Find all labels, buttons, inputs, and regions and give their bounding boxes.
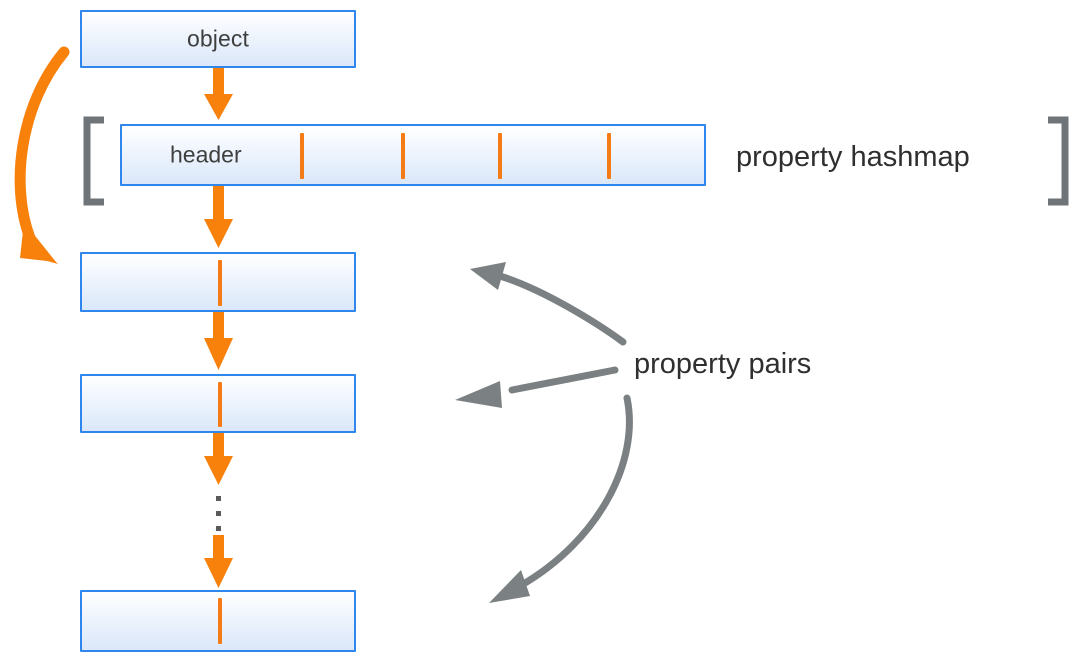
property-pair-divider <box>218 382 222 427</box>
bracket-open <box>83 116 104 206</box>
property-pair-box-1[interactable] <box>80 252 356 312</box>
orange-curved-arrow <box>14 46 70 264</box>
gray-arrow-left-to-pair2 <box>455 366 619 408</box>
hashmap-box[interactable]: header <box>120 124 706 186</box>
gray-arrow-up-to-pair1 <box>470 262 627 346</box>
ellipsis-dot <box>216 496 221 501</box>
hashmap-slot-divider-4 <box>607 133 611 179</box>
property-hashmap-label: property hashmap <box>736 141 970 173</box>
hashmap-slot-divider-3 <box>498 133 502 179</box>
property-pairs-label: property pairs <box>634 348 812 380</box>
orange-arrow-object-to-hashmap <box>204 68 233 120</box>
orange-arrow-pair2-to-ellipsis <box>204 433 233 485</box>
property-pair-box-2[interactable] <box>80 374 356 433</box>
property-pair-divider <box>218 598 222 644</box>
bracket-close <box>1048 116 1069 206</box>
orange-arrow-ellipsis-to-pair3 <box>204 535 233 588</box>
property-pair-divider <box>218 260 222 306</box>
hashmap-header-label: header <box>170 141 242 168</box>
hashmap-slot-divider-1 <box>300 133 304 179</box>
gray-arrow-down-to-pair3 <box>489 394 633 603</box>
ellipsis-dot <box>216 526 221 531</box>
ellipsis-dot <box>216 511 221 516</box>
property-pair-box-3[interactable] <box>80 590 356 652</box>
object-box-label: object <box>187 25 249 52</box>
hashmap-slot-divider-2 <box>401 133 405 179</box>
orange-arrow-pair1-to-pair2 <box>204 312 233 370</box>
orange-arrow-hashmap-to-pair1 <box>204 186 233 248</box>
object-box[interactable]: object <box>80 10 356 68</box>
